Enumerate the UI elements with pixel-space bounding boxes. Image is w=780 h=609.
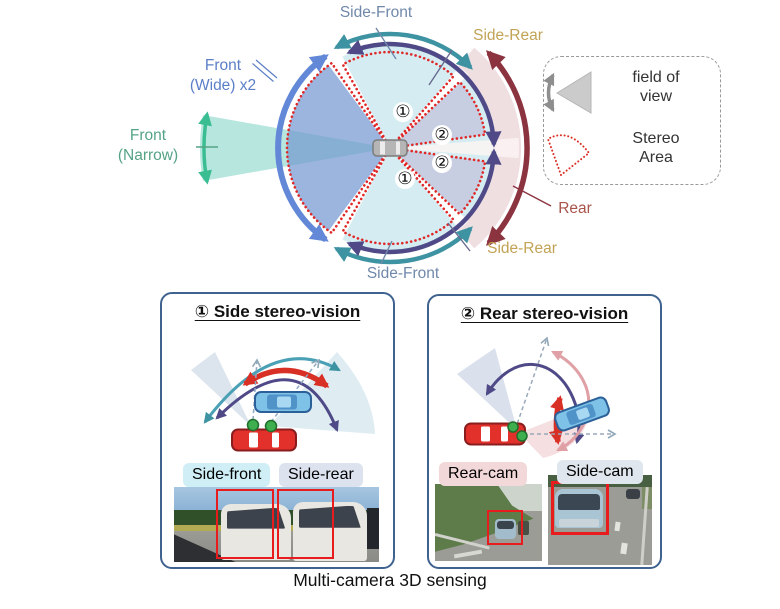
side-cam-wedge	[457, 348, 517, 430]
van-tail	[366, 508, 379, 550]
pointer-side-rear-bottom	[447, 222, 471, 252]
legend-box	[543, 56, 721, 185]
lane-dash	[613, 521, 621, 532]
side-rear-tag: Side-rear	[279, 463, 363, 487]
pointer-lines	[196, 27, 552, 265]
front-narrow-arc	[198, 111, 212, 185]
legend-fov-line2: view	[639, 88, 672, 105]
rear-cam-tag: Rear-cam	[439, 462, 528, 486]
camera-dot	[516, 430, 528, 442]
side-front-sweep-arc	[203, 357, 341, 424]
side-stereo-illustration	[191, 352, 375, 452]
camera-dot	[246, 418, 260, 432]
van-windshield	[558, 494, 601, 510]
detection-bounding-box	[551, 481, 610, 536]
field-of-view-arrow-icon	[543, 72, 555, 113]
van-windshield	[497, 520, 515, 529]
label-side-front-bottom: Side-Front	[366, 265, 440, 282]
camera-axis-dashed-right	[270, 358, 320, 423]
detection-bounding-box	[216, 489, 275, 559]
label-side-front-top: Side-Front	[339, 4, 413, 21]
legend-stereo-area-label: Stereo Area	[600, 129, 712, 167]
van-windshield	[298, 505, 361, 528]
legend-field-of-view-label: field of view	[600, 68, 712, 106]
label-side-rear-top: Side-Rear	[473, 27, 543, 44]
target-car-blue	[254, 391, 312, 413]
rear-stereo-illustration	[457, 336, 617, 458]
side-stereo-marker-top: ①	[393, 102, 413, 122]
rear-panel-title: ② Rear stereo-vision	[460, 304, 629, 323]
legend-stereo-line1: Stereo	[632, 130, 680, 147]
van-windshield	[226, 507, 286, 529]
stereo-area-icon	[546, 134, 591, 177]
label-front-wide-line2: (Wide) x2	[189, 77, 257, 94]
legend-fov-line1: field of	[632, 69, 680, 86]
rear-stereo-marker-upper: ②	[432, 125, 452, 145]
target-car-blue	[554, 396, 610, 432]
detection-bounding-box	[276, 489, 334, 559]
ego-car-icon	[372, 139, 408, 157]
camera-dot	[507, 421, 519, 433]
side-camera-photo	[548, 475, 652, 565]
stereo-overlap-arrow	[242, 367, 330, 389]
side-front-tag: Side-front	[183, 463, 271, 487]
rear-stereo-panel: ② Rear stereo-vision Rear-cam Side-	[427, 294, 662, 569]
front-wide-arc	[275, 53, 329, 243]
detected-van-rear-view	[292, 502, 367, 561]
detected-van-small	[494, 518, 517, 539]
label-front-wide: Front (Wide) x2	[174, 56, 272, 96]
pointer-front-wide	[255, 59, 278, 79]
ego-car-red	[231, 428, 297, 452]
pointer-side-rear-top	[428, 49, 453, 86]
side-camera-photo	[174, 487, 379, 562]
figure-caption: Multi-camera 3D sensing	[293, 570, 487, 590]
detection-bounding-box	[487, 510, 523, 545]
lane-dash	[620, 543, 628, 555]
background-car	[518, 520, 530, 535]
fov-diagram	[196, 27, 592, 265]
pointer-side-front-bottom	[380, 240, 393, 265]
van-bumper	[559, 518, 600, 527]
camera-axis-dashed-diagonal	[514, 336, 550, 431]
rear-arc	[486, 50, 530, 246]
label-rear: Rear	[558, 200, 592, 217]
label-front-narrow-line2: (Narrow)	[117, 147, 179, 164]
lane-marking	[454, 549, 483, 558]
side-panel-title: ① Side stereo-vision	[194, 302, 361, 321]
background-car	[626, 488, 640, 500]
label-front-wide-line1: Front	[204, 57, 242, 74]
pointer-side-front-top	[375, 27, 397, 60]
field-of-view-icon	[556, 71, 592, 114]
label-front-narrow-line1: Front	[129, 127, 167, 144]
side-stereo-marker-bottom: ①	[395, 169, 415, 189]
camera-axis-dashed-left	[251, 358, 262, 421]
detected-van	[555, 488, 604, 529]
label-front-narrow: Front (Narrow)	[101, 126, 195, 166]
pointer-rear	[512, 185, 552, 207]
rear-camera-photo	[435, 484, 542, 561]
detected-van-front-view	[221, 504, 291, 560]
legend-stereo-line2: Area	[639, 149, 673, 166]
camera-dot	[264, 419, 278, 433]
rear-stereo-marker-lower: ②	[432, 153, 452, 173]
side-cam-tag: Side-cam	[557, 460, 643, 484]
side-stereo-panel: ① Side stereo-vision Side-front Sid	[160, 292, 395, 569]
label-side-rear-bottom: Side-Rear	[487, 240, 557, 257]
pointer-front-wide	[252, 63, 274, 82]
